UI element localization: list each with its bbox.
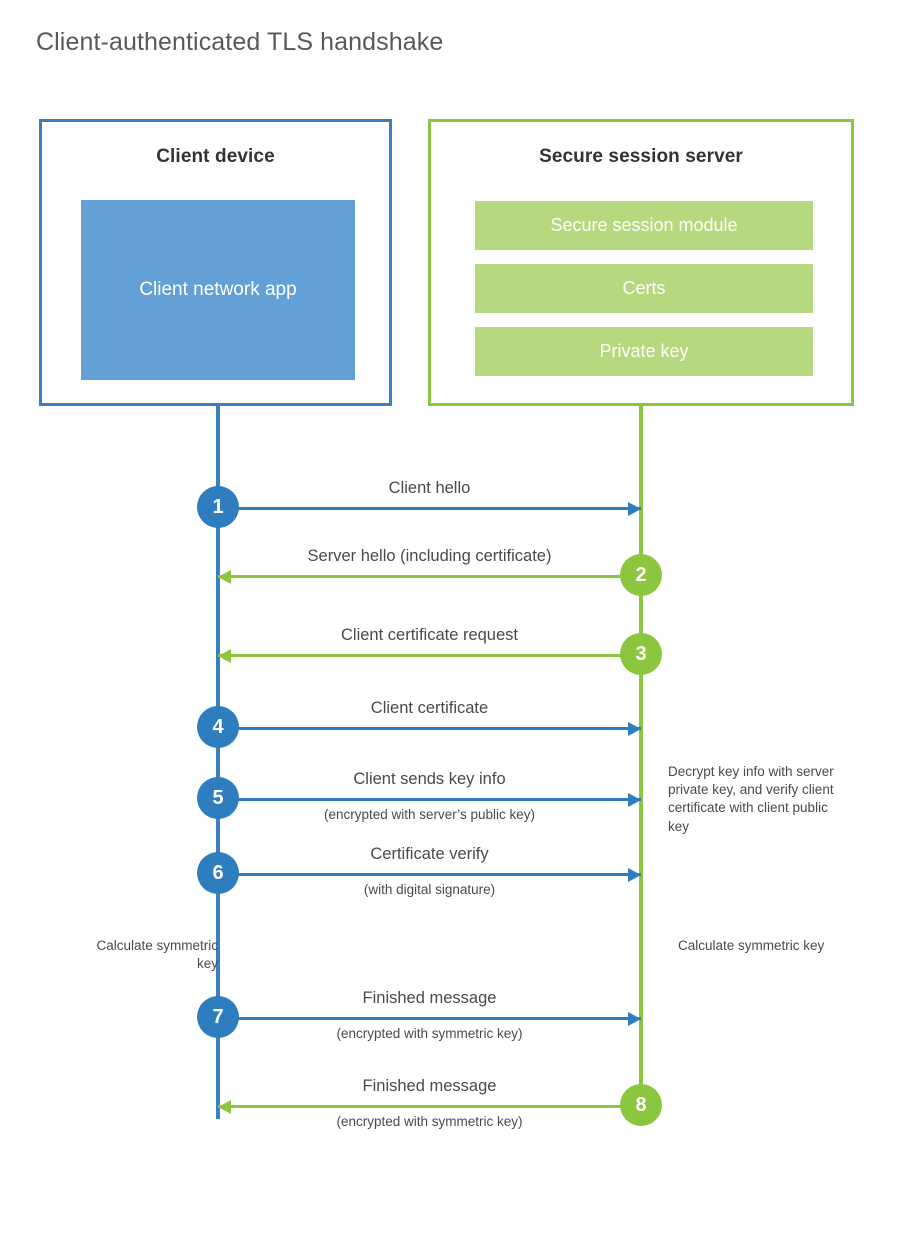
- arrow-head-left-3: [218, 648, 231, 663]
- step-circle-2[interactable]: 2: [620, 554, 662, 596]
- message-sublabel-7: (encrypted with symmetric key): [336, 1026, 523, 1041]
- message-label-5: Client sends key info: [353, 770, 506, 788]
- client-device-title: Client device: [156, 146, 275, 167]
- secure-session-server-box: Secure session server Secure session mod…: [428, 119, 854, 406]
- arrow-head-right-7: [628, 1011, 641, 1026]
- message-label-4: Client certificate: [370, 699, 489, 717]
- message-sublabel-6: (with digital signature): [363, 882, 496, 897]
- arrow-head-right-6: [628, 867, 641, 882]
- message-label-3: Client certificate request: [341, 626, 518, 644]
- server-component-private-key: Private key: [475, 327, 813, 376]
- server-component-secure-session-module: Secure session module: [475, 201, 813, 250]
- arrow-line-2: [218, 575, 641, 578]
- step-circle-7[interactable]: 7: [197, 996, 239, 1038]
- message-label-8: Finished message: [362, 1077, 497, 1095]
- note-client-calculate-symmetric-key: Calculate symmetric key: [96, 938, 218, 972]
- note-server-decrypt-key-info: Decrypt key info with server private key…: [668, 764, 834, 834]
- message-label-2: Server hello (including certificate): [307, 547, 552, 565]
- client-lifeline: [216, 403, 220, 1119]
- message-label-6: Certificate verify: [370, 845, 489, 863]
- step-circle-4[interactable]: 4: [197, 706, 239, 748]
- arrow-head-right-5: [628, 792, 641, 807]
- secure-session-server-title: Secure session server: [539, 146, 743, 167]
- arrow-line-6: [218, 873, 641, 876]
- arrow-line-4: [218, 727, 641, 730]
- arrow-head-right-4: [628, 721, 641, 736]
- arrow-line-8: [218, 1105, 641, 1108]
- arrow-head-right-1: [628, 501, 641, 516]
- server-lifeline: [639, 403, 643, 1109]
- arrow-line-3: [218, 654, 641, 657]
- server-component-certs: Certs: [475, 264, 813, 313]
- message-label-1: Client hello: [388, 479, 471, 497]
- arrow-head-left-8: [218, 1099, 231, 1114]
- step-circle-8[interactable]: 8: [620, 1084, 662, 1126]
- arrow-head-left-2: [218, 569, 231, 584]
- step-circle-5[interactable]: 5: [197, 777, 239, 819]
- message-label-7: Finished message: [362, 989, 497, 1007]
- message-sublabel-8: (encrypted with symmetric key): [336, 1114, 523, 1129]
- page-title: Client-authenticated TLS handshake: [36, 28, 444, 56]
- step-circle-1[interactable]: 1: [197, 486, 239, 528]
- step-circle-3[interactable]: 3: [620, 633, 662, 675]
- message-sublabel-5: (encrypted with server’s public key): [323, 807, 536, 822]
- client-network-app-box: Client network app: [81, 200, 355, 380]
- step-circle-6[interactable]: 6: [197, 852, 239, 894]
- arrow-line-1: [218, 507, 641, 510]
- arrow-line-7: [218, 1017, 641, 1020]
- arrow-line-5: [218, 798, 641, 801]
- client-device-box: Client device Client network app: [39, 119, 392, 406]
- note-server-calculate-symmetric-key: Calculate symmetric key: [678, 938, 825, 953]
